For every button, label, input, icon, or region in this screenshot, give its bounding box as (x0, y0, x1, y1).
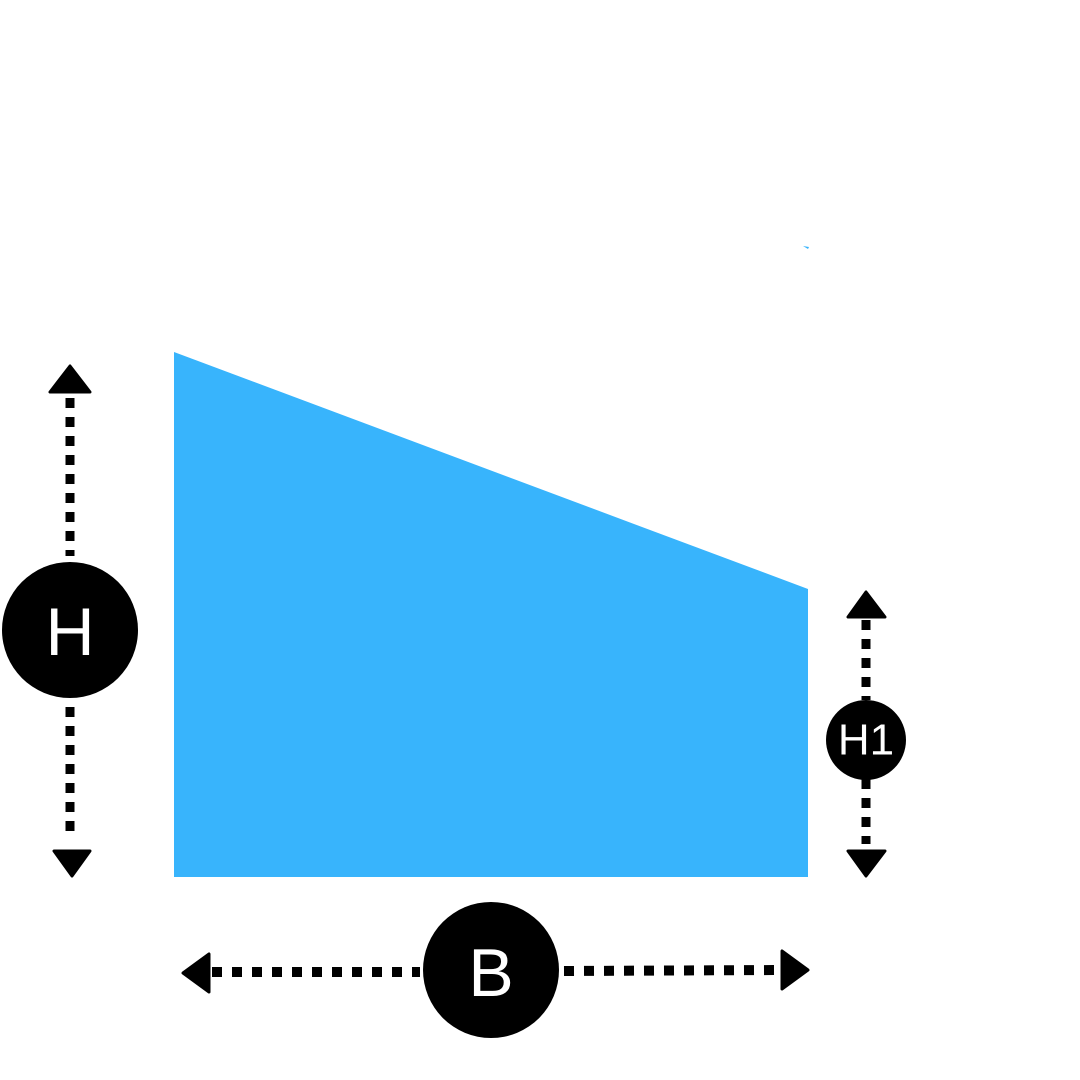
arrow-down-icon (846, 849, 887, 878)
stray-speck (803, 246, 809, 249)
arrow-down-icon (52, 849, 92, 878)
height-left-dimension: H (2, 364, 138, 878)
base-dimension: B (181, 902, 810, 1038)
height-right-dimension: H1 (826, 590, 906, 878)
label-h1: H1 (838, 716, 894, 765)
label-circle-h1 (826, 700, 906, 780)
trapezoid-shape (174, 352, 808, 877)
arrow-up-icon (48, 364, 92, 394)
arrow-left-icon (181, 952, 211, 994)
arrow-up-icon (846, 590, 887, 619)
label-circle-b (423, 902, 559, 1038)
label-circle-h (2, 562, 138, 698)
label-b: B (468, 935, 513, 1011)
arrow-right-icon (780, 949, 810, 991)
dotted-line-right (563, 965, 779, 976)
label-h: H (45, 594, 94, 670)
